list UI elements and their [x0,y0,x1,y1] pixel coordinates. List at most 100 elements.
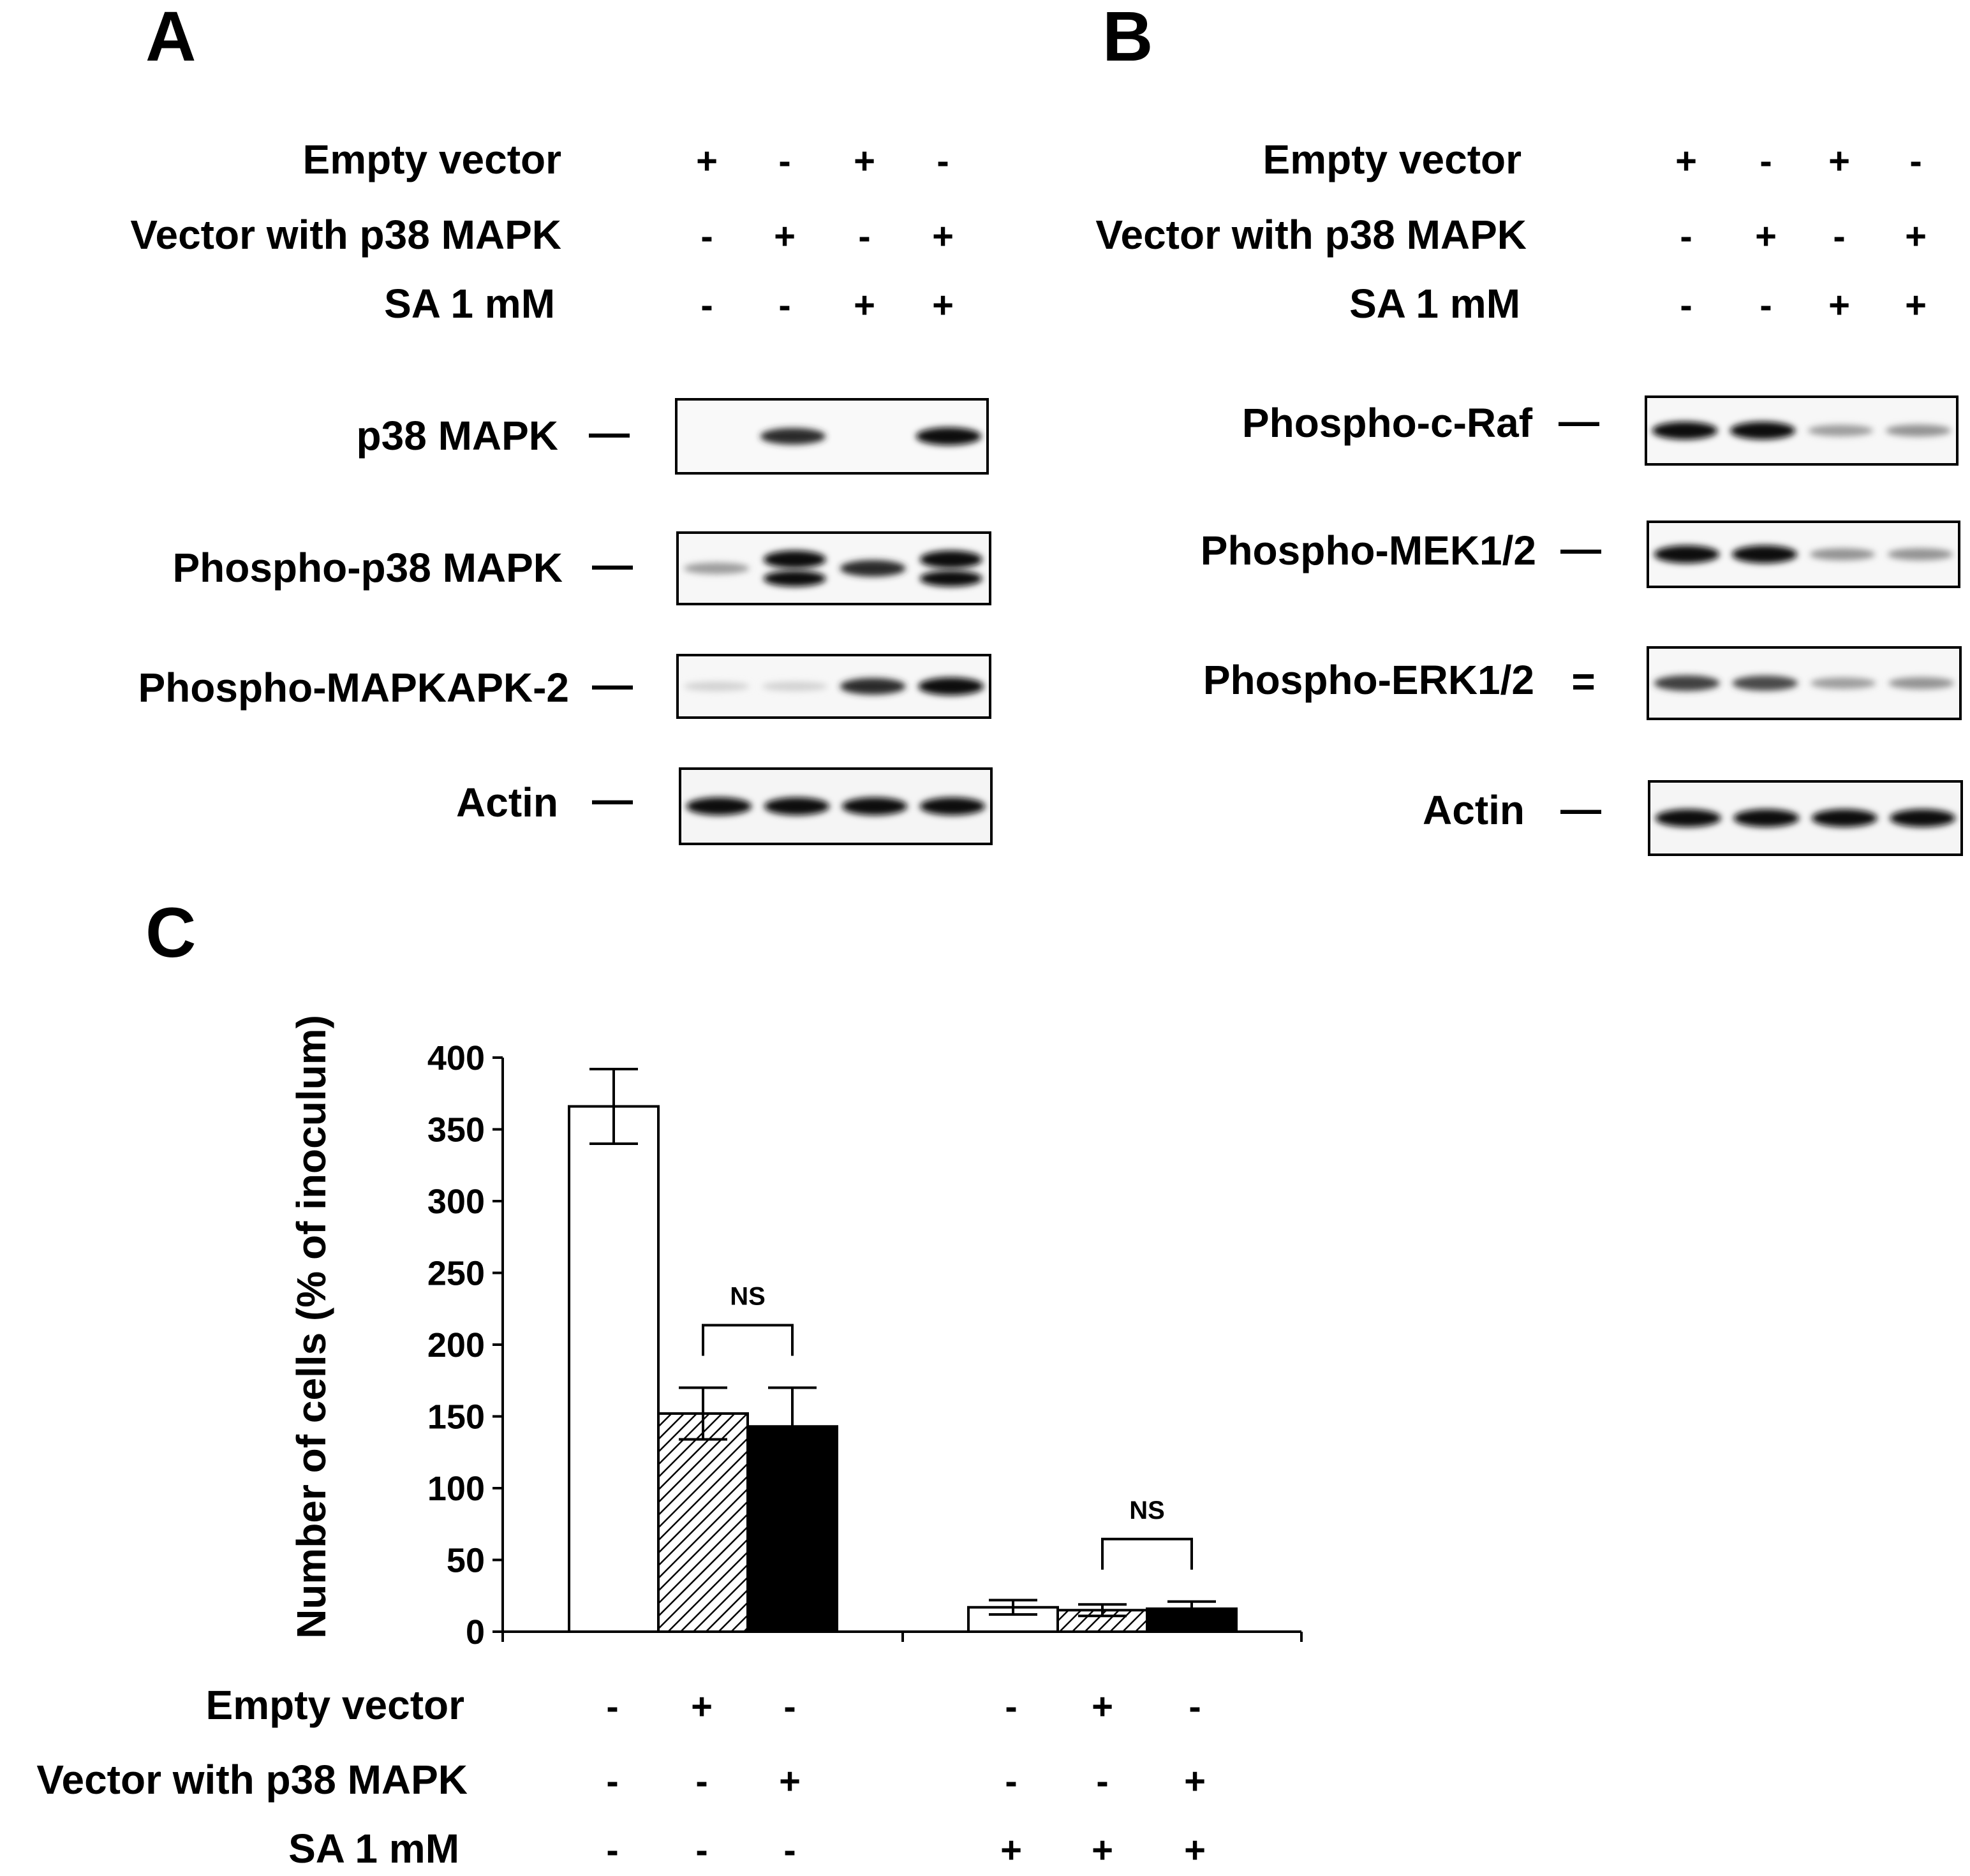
band [1733,809,1800,827]
bar [568,1105,660,1633]
panel-b-blots: Phospho-c-Raf — Phospho-MEK1/2 — Phospho… [1201,395,1963,856]
blot-row: Phospho-MEK1/2 — [1201,521,1960,588]
minus-sign: - [783,1686,796,1727]
plus-sign: + [1184,1761,1206,1802]
plus-sign: + [1828,284,1850,326]
band [764,797,830,815]
minus-sign: - [606,1829,618,1871]
significance-bracket [1101,1537,1193,1570]
plus-sign: + [691,1686,713,1727]
band [763,550,826,568]
condition-label-vector-p38: Vector with p38 MAPK [36,1757,468,1803]
band [1654,545,1720,563]
condition-label-vector-p38: Vector with p38 MAPK [1095,212,1527,258]
blot-label: Actin [456,779,558,825]
minus-sign: - [1189,1686,1201,1727]
minus-sign: - [606,1686,618,1727]
blot-row: Actin — [1423,780,1963,856]
panel-label-a: A [145,0,196,76]
minus-sign: - [700,284,713,326]
y-tick-label: 400 [427,1039,485,1077]
band [1890,809,1956,827]
blot-label: Phospho-ERK1/2 [1203,657,1534,703]
band [763,570,826,587]
minus-sign: - [783,1829,796,1871]
plus-sign: + [1000,1829,1022,1871]
significance-bracket [702,1324,794,1356]
band [760,428,826,445]
band [1888,677,1955,690]
band [915,427,982,445]
blot-marker: — [592,776,633,822]
blot-row: p38 MAPK — [357,398,989,475]
panel-c-signs: -+--+---+--+---+++ [606,1686,1206,1871]
plus-sign: + [1828,140,1850,182]
blot-row: Phospho-c-Raf — [1242,395,1959,466]
blot-frame [676,531,991,605]
plus-sign: + [1905,284,1927,326]
blot-label: Phospho-p38 MAPK [172,545,563,591]
condition-label-sa: SA 1 mM [1349,281,1520,327]
plus-sign: + [932,216,954,257]
blot-bands [683,677,984,695]
minus-sign: - [778,284,790,326]
blot-marker: — [592,542,633,587]
blot-label: Actin [1423,787,1525,833]
significance-label: NS [730,1283,766,1311]
plus-sign: + [854,284,875,326]
y-tick-label: 300 [427,1183,485,1221]
y-tick-label: 200 [427,1326,485,1364]
minus-sign: - [700,216,713,257]
band [1729,422,1796,439]
blot-marker: — [1560,786,1601,832]
band [918,677,984,695]
plus-sign: + [1675,140,1697,182]
plus-sign: + [1092,1829,1113,1871]
band [1652,422,1718,439]
minus-sign: - [695,1829,707,1871]
band [840,678,906,695]
band [1885,424,1951,437]
panel-label-b: B [1102,0,1153,76]
condition-label-empty-vector: Empty vector [206,1682,464,1728]
bar [1146,1607,1238,1633]
band [1732,676,1798,691]
band [1811,809,1877,827]
y-tick-label: 250 [427,1255,485,1293]
blot-bands [1654,545,1953,563]
plus-sign: + [932,284,954,326]
panel-a-blots: p38 MAPK — Phospho-p38 MAPK — Phospho-MA… [138,398,993,845]
y-tick-label: 50 [447,1542,485,1580]
plus-sign: + [1905,216,1927,257]
band [840,560,906,577]
blot-row: Actin — [456,767,993,845]
blot-row: Phospho-p38 MAPK — [172,531,991,605]
blot-label: Phospho-c-Raf [1242,400,1533,446]
blot-marker: — [592,661,633,707]
panel-a-condition-header: Empty vector Vector with p38 MAPK SA 1 m… [130,137,954,327]
minus-sign: - [778,140,790,182]
blot-marker: = [1571,658,1595,704]
band [1731,545,1798,563]
minus-sign: - [1005,1686,1017,1727]
y-tick-label: 350 [427,1111,485,1149]
condition-label-sa: SA 1 mM [384,281,555,327]
x-axis [501,1630,1303,1642]
bar [657,1412,749,1633]
minus-sign: - [858,216,870,257]
blot-label: p38 MAPK [357,413,559,459]
blot-label: Phospho-MAPKAPK-2 [138,665,569,711]
blot-bands [1655,809,1956,827]
y-axis-label: Number of cells (% of inoculum) [288,1015,334,1639]
blot-bands [1652,422,1951,439]
minus-sign: - [1680,284,1692,326]
plus-sign: + [1092,1686,1113,1727]
significance-label: NS [1129,1496,1165,1525]
blot-marker: — [1559,398,1599,444]
plus-sign: + [774,216,796,257]
minus-sign: - [1680,216,1692,257]
bars [568,1068,1238,1633]
panel-b-condition-header: Empty vector Vector with p38 MAPK SA 1 m… [1095,137,1927,327]
minus-sign: - [1005,1761,1017,1802]
